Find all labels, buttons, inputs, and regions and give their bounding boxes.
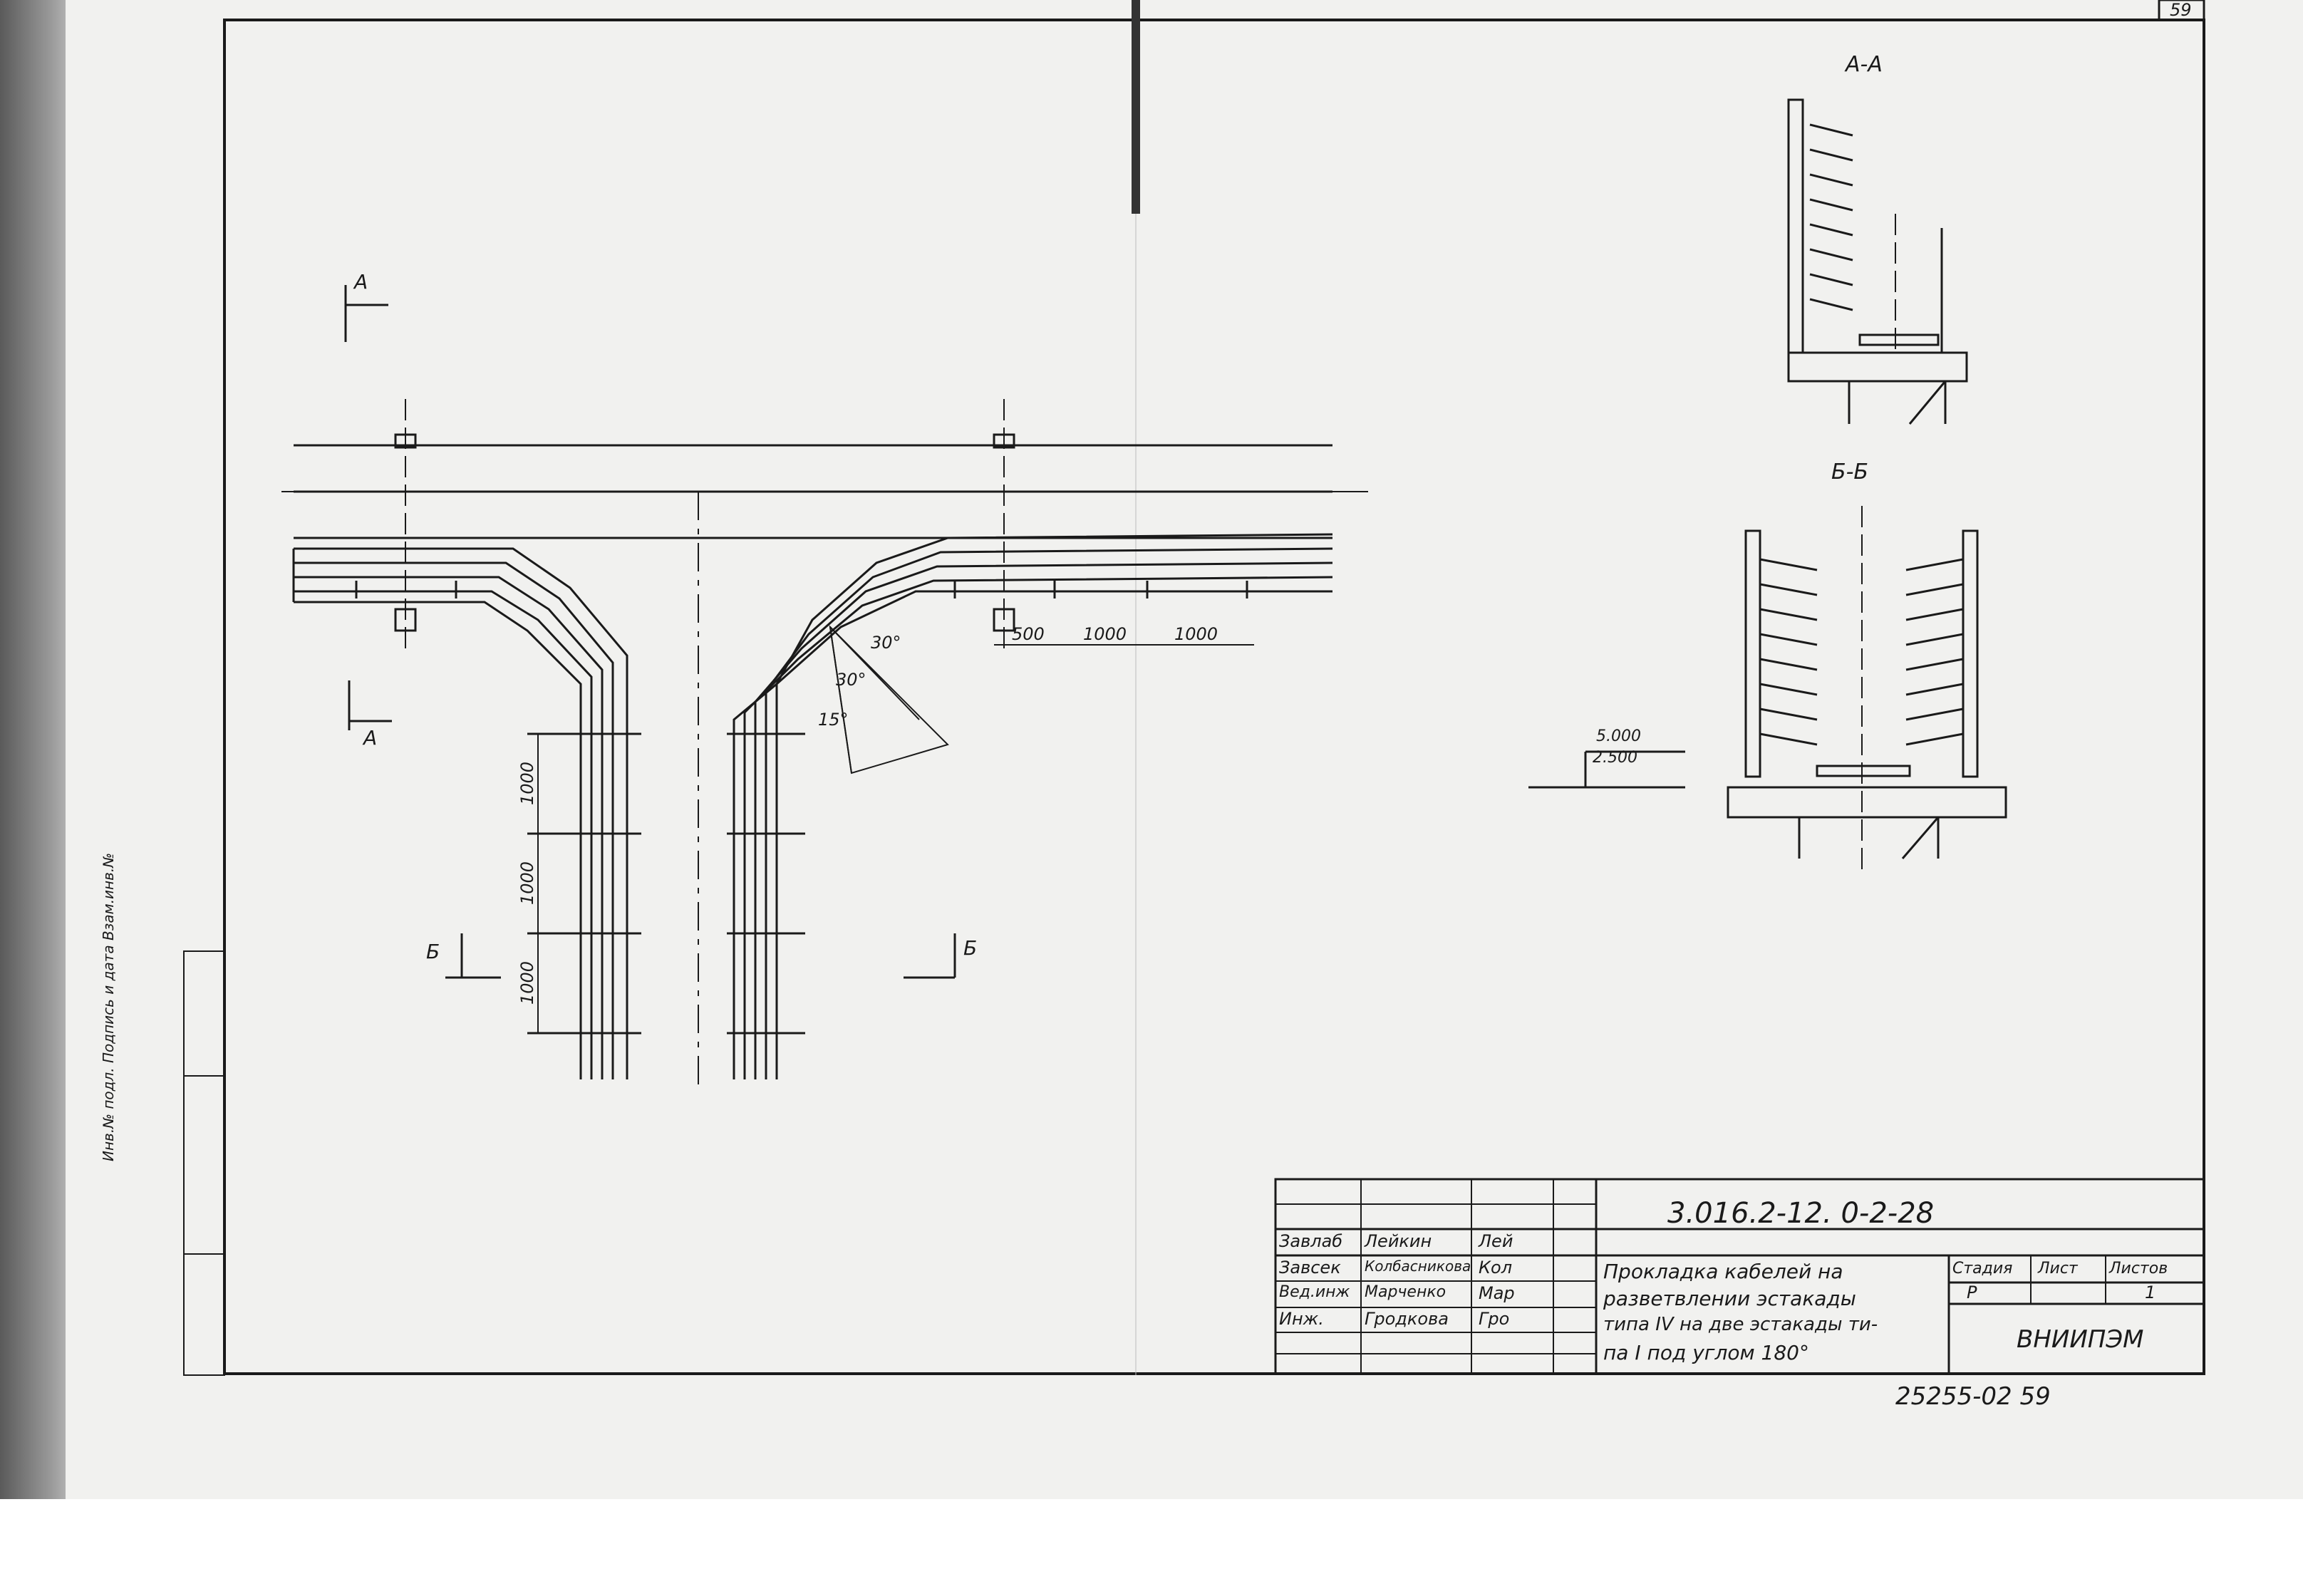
name-row-1: Лейкин	[1365, 1231, 1432, 1251]
role-row-3: Вед.инж	[1279, 1283, 1350, 1301]
stage-value: Р	[1967, 1282, 1977, 1302]
title-line-2: разветвлении эстакады	[1603, 1287, 1856, 1310]
organization: ВНИИПЭМ	[2017, 1325, 2144, 1354]
title-line-4: па I под углом 180°	[1603, 1341, 1809, 1364]
section-mark-a-bottom: А	[362, 726, 377, 750]
page-number: 59	[2170, 0, 2192, 20]
angle-30-a: 30°	[871, 633, 901, 653]
name-row-4: Гродкова	[1365, 1309, 1449, 1329]
sign-row-4: Гро	[1479, 1309, 1510, 1329]
dim-1000-v1: 1000	[517, 762, 537, 805]
sheet-header: Лист	[2038, 1260, 2078, 1278]
section-aa-label: А-А	[1844, 52, 1883, 77]
title-line-1: Прокладка кабелей на	[1603, 1260, 1843, 1283]
section-mark-b-right: Б	[963, 936, 977, 960]
sign-row-3: Мар	[1479, 1283, 1515, 1303]
section-mark-b-left: Б	[426, 940, 440, 963]
section-bb-drawing	[1528, 506, 2007, 869]
archive-stamp: 25255-02 59	[1895, 1382, 2051, 1411]
drawing-frame	[223, 19, 2205, 1375]
sign-row-2: Кол	[1479, 1258, 1513, 1278]
angle-30-b: 30°	[836, 670, 866, 690]
section-mark-a-top: А	[353, 270, 368, 294]
dim-1000-v2: 1000	[517, 861, 537, 905]
doc-code: 3.016.2-12. 0-2-28	[1667, 1197, 1935, 1230]
angle-15: 15°	[818, 710, 849, 730]
title-block-frame	[1274, 1178, 2205, 1375]
level-bottom: 2.500	[1593, 749, 1637, 767]
sheets-header: Листов	[2109, 1260, 2168, 1278]
sheets-value: 1	[2145, 1282, 2156, 1302]
stage-header: Стадия	[1952, 1260, 2013, 1278]
name-row-3: Марченко	[1365, 1283, 1447, 1301]
section-aa-drawing	[1787, 98, 1968, 425]
role-row-1: Завлаб	[1279, 1231, 1343, 1251]
dim-1000-b: 1000	[1174, 624, 1218, 644]
side-strip	[183, 950, 225, 1376]
title-line-3: типа IV на две эстакады ти-	[1603, 1314, 1878, 1335]
role-row-2: Завсек	[1279, 1258, 1341, 1278]
dim-500: 500	[1012, 624, 1045, 644]
dim-1000-a: 1000	[1083, 624, 1127, 644]
level-top: 5.000	[1596, 727, 1641, 745]
name-row-2: Колбасникова	[1365, 1258, 1471, 1275]
drawing-sheet	[66, 0, 2303, 1499]
main-trestle-plan	[281, 285, 1368, 1090]
scan-margin	[0, 1499, 2303, 1596]
section-bb-label: Б-Б	[1831, 460, 1868, 484]
page-number-box	[2158, 0, 2205, 21]
sign-row-1: Лей	[1479, 1231, 1513, 1251]
role-row-4: Инж.	[1279, 1309, 1324, 1329]
dim-1000-v3: 1000	[517, 961, 537, 1005]
